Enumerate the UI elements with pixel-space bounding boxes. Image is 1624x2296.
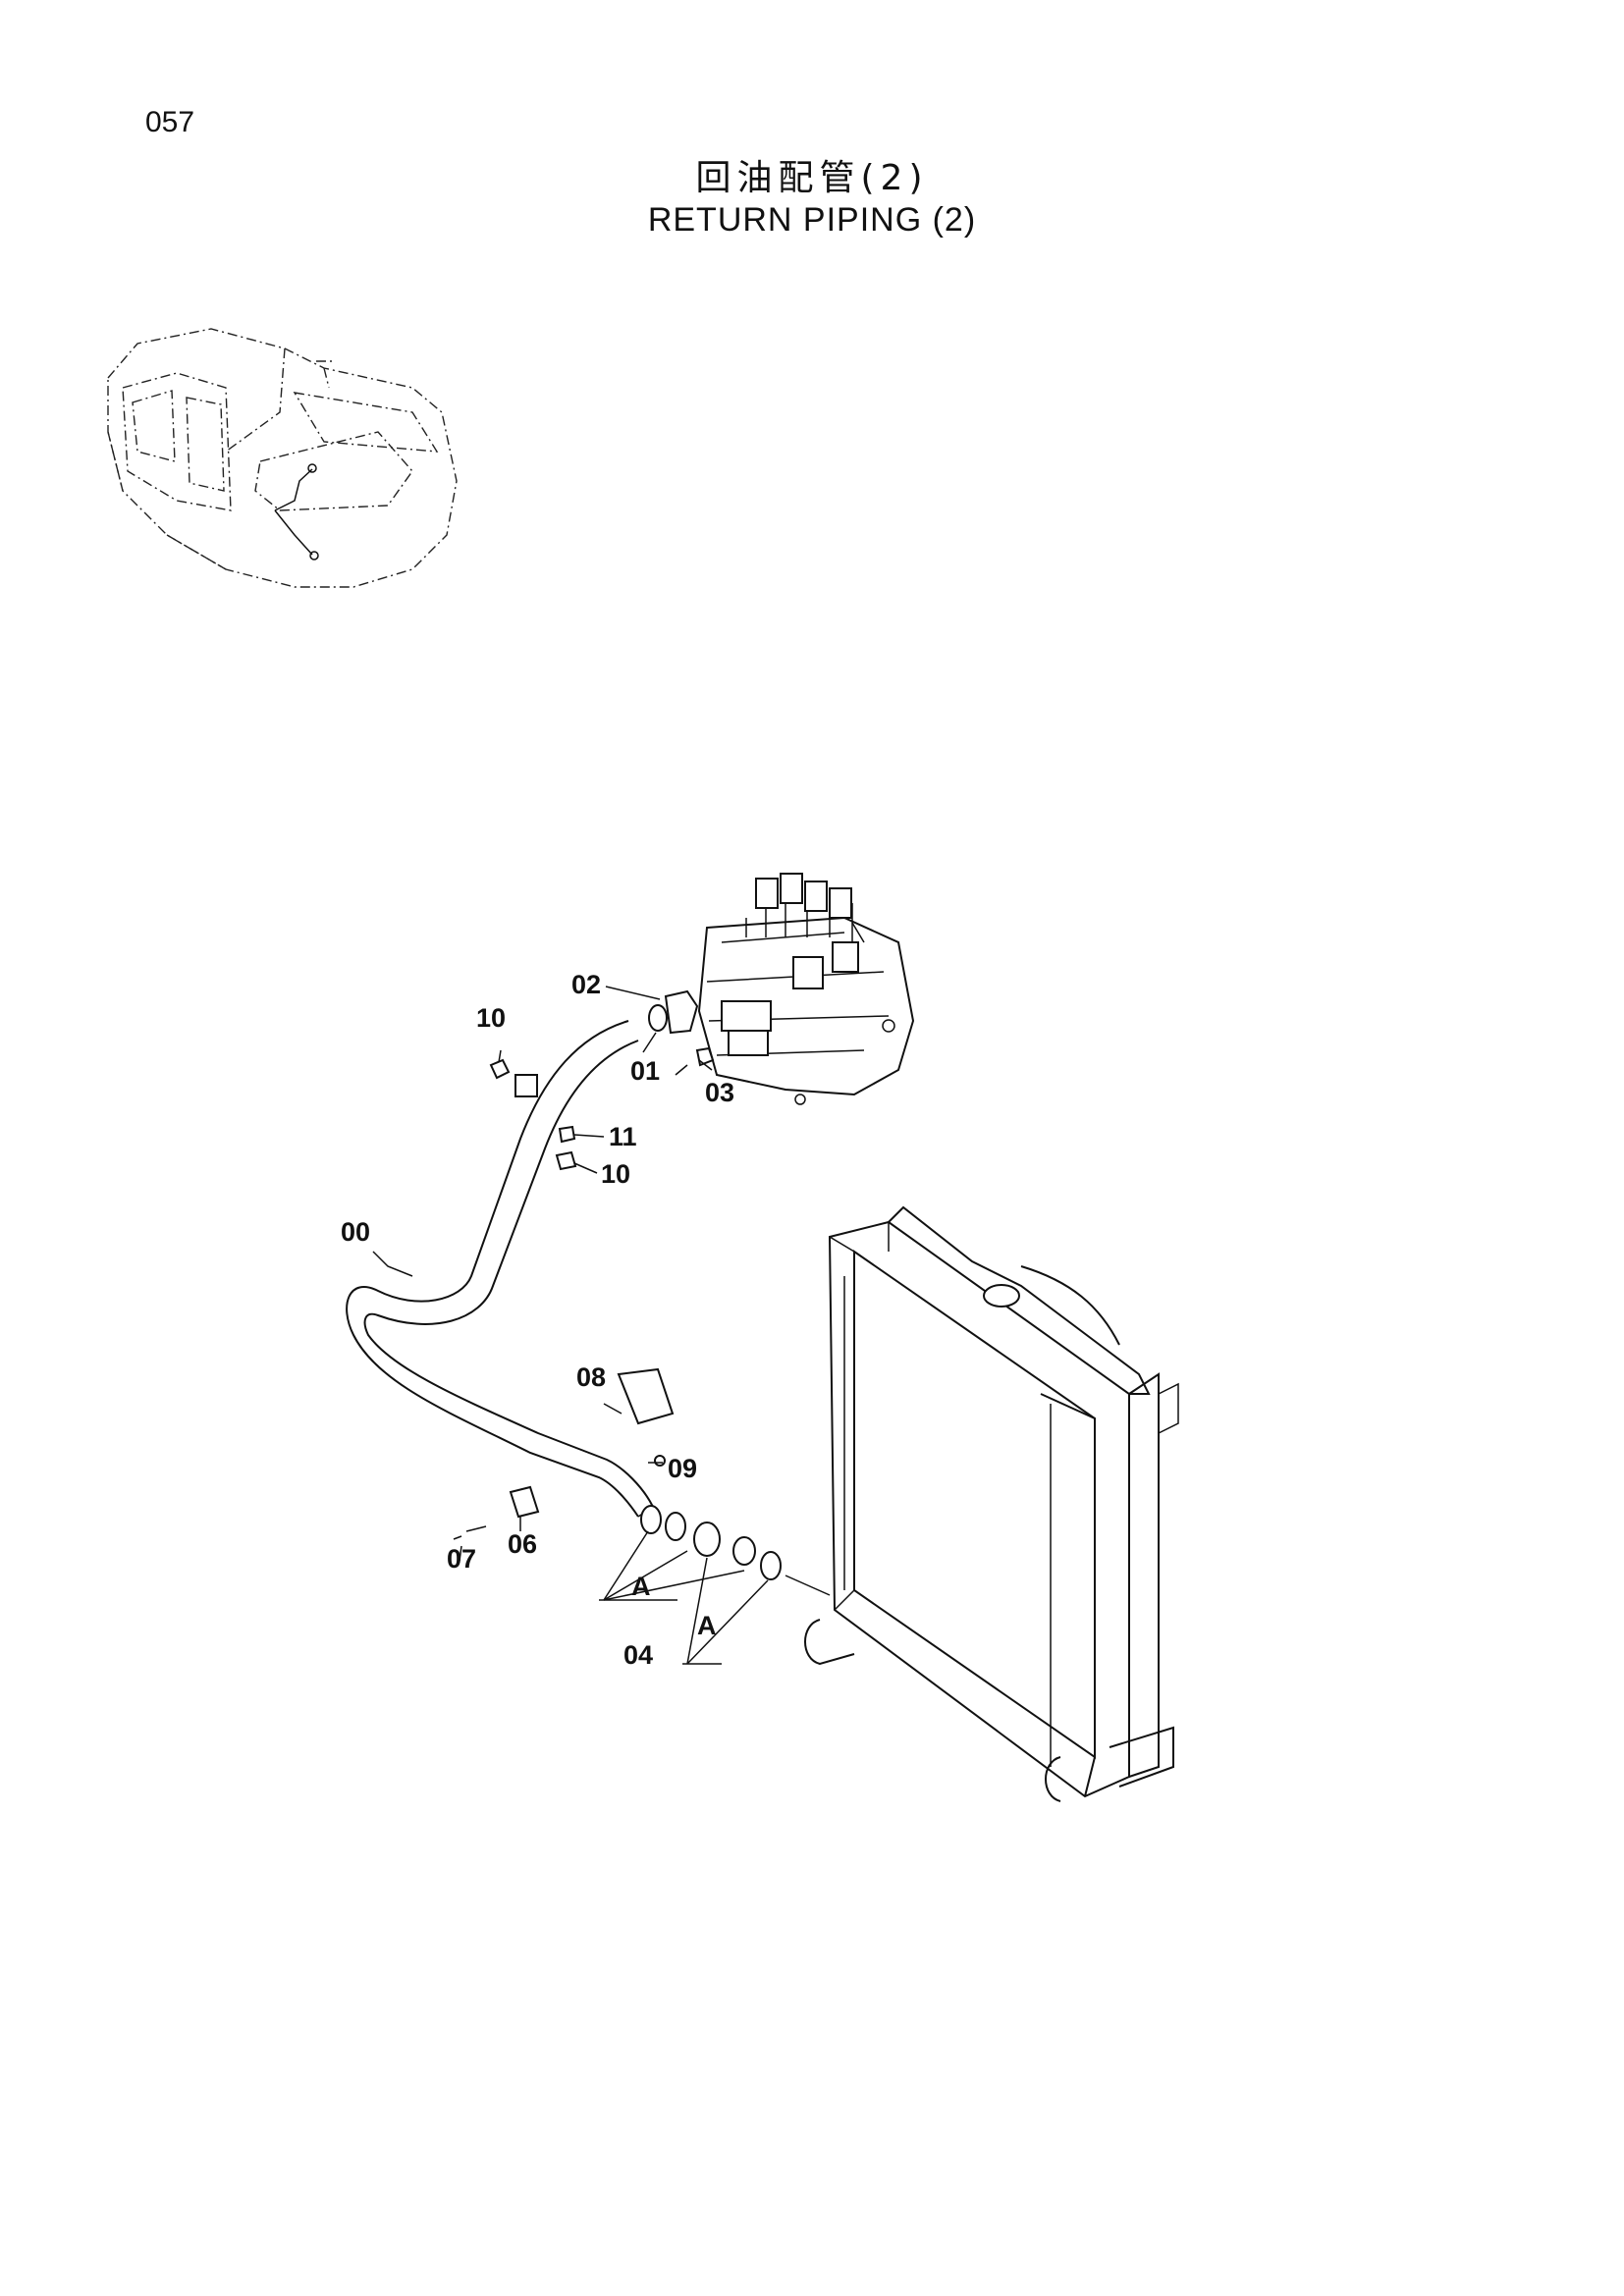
title-english: RETURN PIPING (2) xyxy=(647,201,977,239)
callout-02: 02 xyxy=(571,970,601,999)
callout-A-right: A xyxy=(697,1611,717,1640)
pipe-fittings xyxy=(453,989,831,1596)
callout-03: 03 xyxy=(705,1078,734,1107)
callout-07: 07 xyxy=(447,1544,476,1574)
callout-00: 00 xyxy=(341,1217,370,1247)
page-number: 057 xyxy=(145,106,195,138)
radiator-oil-cooler xyxy=(804,1205,1179,1802)
callout-01: 01 xyxy=(630,1056,660,1086)
excavator-locator-sketch xyxy=(107,328,458,588)
group-bracket-lines xyxy=(599,1599,722,1665)
title-chinese: 回油配管(2) xyxy=(695,158,929,198)
callout-10-bottom: 10 xyxy=(601,1159,630,1189)
leader-lines xyxy=(372,986,769,1665)
callout-10-top: 10 xyxy=(476,1003,506,1033)
control-valve xyxy=(697,873,915,1105)
callout-08: 08 xyxy=(576,1362,606,1392)
callout-04: 04 xyxy=(623,1640,653,1670)
callout-A-left: A xyxy=(631,1572,651,1601)
callout-11: 11 xyxy=(609,1122,637,1151)
callout-06: 06 xyxy=(508,1529,537,1559)
callout-09: 09 xyxy=(668,1454,697,1483)
